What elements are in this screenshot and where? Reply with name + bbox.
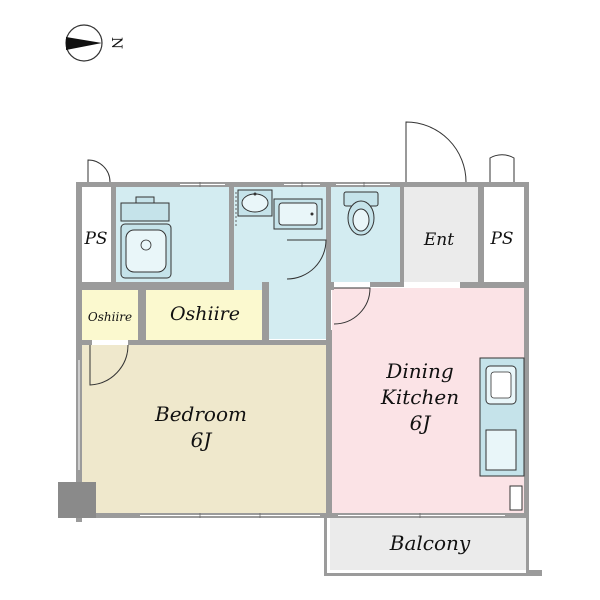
balcony-rail-end <box>529 570 542 573</box>
kitchen-counter <box>479 357 525 477</box>
wall-ps-left <box>111 187 116 282</box>
oshiire-large-closet <box>146 290 262 340</box>
refrigerator-icon <box>509 485 523 511</box>
north-arrow-icon <box>66 37 102 50</box>
dining-kitchen-label-line1: Dining <box>385 359 453 383</box>
ps-left-door <box>87 159 111 183</box>
washbasin-icon <box>237 189 273 217</box>
ps-left-room <box>81 187 111 282</box>
bedroom-area <box>82 345 326 513</box>
wall-above-bedroom-left <box>76 340 92 345</box>
wall-bedroom-dining <box>326 345 332 513</box>
wall-toilet-entrance <box>400 187 404 282</box>
wall-under-washroom <box>76 282 234 290</box>
ps-right-double-door <box>489 154 515 182</box>
bedroom-door <box>89 344 129 386</box>
wall-left <box>76 182 82 522</box>
balcony-label: Balcony <box>389 531 471 555</box>
wall-washroom-bath <box>229 187 234 282</box>
oshiire-large-label: Oshiire <box>170 303 240 325</box>
dining-kitchen-size: 6J <box>410 411 432 435</box>
windows <box>78 184 505 516</box>
balcony-area <box>330 518 526 570</box>
wall-toilet-corner <box>326 282 334 290</box>
bathtub-icon <box>273 198 323 230</box>
wall-bath-toilet <box>326 187 331 339</box>
wall-under-ps-right <box>460 282 529 288</box>
toilet-icon <box>343 191 379 236</box>
window-mullions <box>199 182 421 518</box>
oshiire-small-label: Oshiire <box>88 310 132 324</box>
ps-right-room <box>484 187 524 282</box>
room-labels: PS PS Ent Oshiire Oshiire Bedroom 6J Din… <box>83 229 513 555</box>
doors <box>87 121 515 386</box>
compass-letter: N <box>108 37 124 49</box>
wall-right <box>524 182 529 518</box>
balcony-rail <box>324 518 542 576</box>
wall-bath-dining <box>326 330 332 345</box>
oshiire-small-closet <box>82 290 138 340</box>
wall-entrance-ps <box>478 187 484 282</box>
entrance-door <box>405 121 467 183</box>
balcony-rail-bottom <box>324 573 542 576</box>
north-arrow: N <box>65 24 124 62</box>
kitchen-sink-icon <box>485 365 517 405</box>
entrance-area <box>404 187 478 282</box>
bathroom-door <box>286 239 327 280</box>
balcony-rail-right <box>526 518 529 573</box>
bedroom-label: Bedroom <box>154 402 247 426</box>
dining-kitchen-label-line2: Kitchen <box>380 385 459 409</box>
washing-machine-icon <box>120 196 172 279</box>
stove-icon <box>485 429 517 471</box>
wall-oshiire-divider <box>138 290 146 340</box>
wall-oshiire-right <box>262 282 269 345</box>
entrance-label: Ent <box>423 230 454 250</box>
wall-above-bedroom <box>128 340 332 345</box>
ps-left-label: PS <box>83 229 107 249</box>
bedroom-size: 6J <box>191 428 213 452</box>
structural-column <box>58 482 96 518</box>
balcony-rail-left <box>324 518 327 576</box>
dining-door <box>333 287 371 325</box>
wall-under-toilet <box>370 282 404 287</box>
ps-right-label: PS <box>489 229 513 249</box>
